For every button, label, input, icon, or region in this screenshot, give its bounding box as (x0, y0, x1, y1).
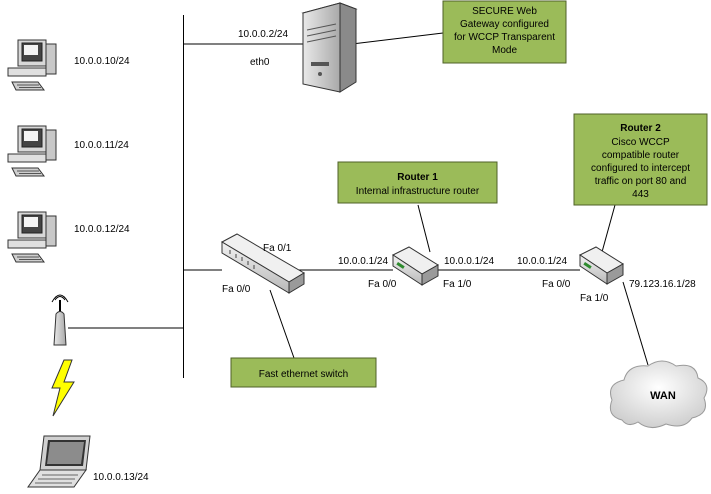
gateway-callout-line-4: Mode (492, 45, 517, 56)
router1-ip-left: 10.0.0.1/24 (338, 256, 388, 267)
router2-callout-line-3: configured to intercept (591, 163, 690, 174)
switch-callout-text: Fast ethernet switch (259, 369, 348, 380)
wireless-ap-icon (51, 294, 69, 346)
gateway-ip: 10.0.0.2/24 (238, 29, 288, 40)
router2-callout-box (573, 113, 708, 206)
router2-port-fa00: Fa 0/0 (542, 279, 571, 290)
link-router2-wan (622, 281, 649, 366)
laptop-icon (27, 435, 91, 488)
switch-icon (220, 233, 305, 294)
router2-callout-line-4: traffic on port 80 and (595, 176, 687, 187)
server-tower-icon (301, 2, 358, 93)
switch-port-fa01: Fa 0/1 (263, 243, 292, 254)
web-gateway-server[interactable]: 10.0.0.2/24 eth0 (238, 2, 358, 93)
router1-callout-title: Router 1 (397, 172, 438, 183)
router2-ip-wan: 79.123.16.1/28 (629, 279, 696, 290)
wireless-access-point[interactable] (51, 294, 69, 346)
switch-callout: Fast ethernet switch (230, 357, 377, 388)
router-2[interactable]: 10.0.0.1/24 79.123.16.1/28 Fa 0/0 Fa 1/0 (517, 246, 696, 304)
router2-ip-left: 10.0.0.1/24 (517, 256, 567, 267)
lightning-bolt-icon (51, 359, 75, 417)
router2-callout-title: Router 2 (620, 123, 661, 134)
laptop-ip: 10.0.0.13/24 (93, 472, 149, 483)
router1-callout-subtitle: Internal infrastructure router (356, 186, 480, 197)
router1-callout-box (337, 161, 498, 204)
switch-port-fa00: Fa 0/0 (222, 284, 251, 295)
router1-port-fa00: Fa 0/0 (368, 279, 397, 290)
router1-port-fa10: Fa 1/0 (443, 279, 472, 290)
router-icon (579, 246, 624, 285)
gateway-interface: eth0 (250, 57, 270, 68)
router2-callout-line-5: 443 (632, 189, 649, 200)
leader-router1 (417, 204, 431, 253)
gateway-callout: SECURE Web Gateway configured for WCCP T… (442, 0, 567, 64)
router-icon (391, 246, 439, 286)
desktop-pc-icon (7, 211, 57, 263)
ethernet-switch[interactable]: Fa 0/1 Fa 0/0 (220, 233, 305, 295)
router1-callout: Router 1 Internal infrastructure router (337, 161, 498, 204)
router2-port-fa10: Fa 1/0 (580, 293, 609, 304)
pc-2[interactable]: 10.0.0.11/24 (7, 125, 129, 177)
router2-callout: Router 2 Cisco WCCP compatible router co… (573, 113, 708, 206)
leader-switch (269, 289, 295, 359)
gateway-callout-line-2: Gateway configured (460, 19, 549, 30)
gateway-callout-line-3: for WCCP Transparent (454, 32, 555, 43)
gateway-callout-line-1: SECURE Web (472, 6, 537, 17)
switch-callout-box (230, 357, 377, 388)
leader-gateway (351, 32, 444, 45)
pc-3-ip: 10.0.0.12/24 (74, 224, 130, 235)
pc-3[interactable]: 10.0.0.12/24 (7, 211, 130, 263)
router2-callout-line-2: compatible router (602, 150, 680, 161)
router1-ip-right: 10.0.0.1/24 (444, 256, 494, 267)
links (68, 15, 649, 378)
router2-callout-line-1: Cisco WCCP (611, 137, 670, 148)
pc-1-ip: 10.0.0.10/24 (74, 56, 130, 67)
pc-1[interactable]: 10.0.0.10/24 (7, 39, 130, 91)
laptop[interactable]: 10.0.0.13/24 (27, 435, 149, 488)
wan-cloud[interactable]: WAN (609, 360, 708, 428)
pc-2-ip: 10.0.0.11/24 (74, 140, 129, 151)
leader-router2 (601, 204, 616, 253)
cloud-icon (609, 360, 708, 428)
router-1[interactable]: 10.0.0.1/24 10.0.0.1/24 Fa 0/0 Fa 1/0 (338, 246, 494, 290)
wan-label: WAN (650, 390, 676, 402)
desktop-pc-icon (7, 39, 57, 91)
gateway-callout-box (442, 0, 567, 64)
desktop-pc-icon (7, 125, 57, 177)
